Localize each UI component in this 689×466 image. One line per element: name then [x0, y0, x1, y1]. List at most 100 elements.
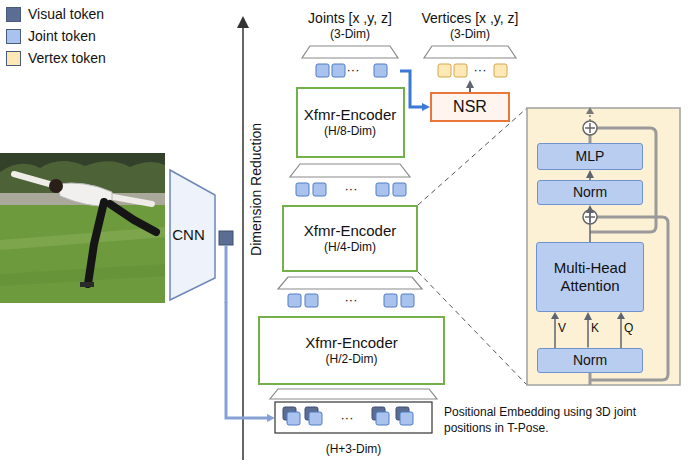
node-title: Multi-Head Attention	[542, 259, 638, 295]
flow-arrow	[469, 85, 471, 92]
node-title: (H+3-Dim)	[326, 442, 382, 456]
dimension-arrow	[237, 16, 249, 28]
photo	[0, 270, 165, 280]
node-subtitle: (H/4-Dim)	[324, 240, 376, 254]
joint-token	[332, 64, 345, 77]
ellipsis: ···	[336, 292, 366, 308]
legend-entry: Visual token	[6, 5, 104, 23]
projection-layer	[302, 46, 398, 58]
output-arrow	[586, 107, 594, 121]
norm-box: Norm	[537, 180, 643, 205]
node-subtitle: (H/8-Dim)	[324, 124, 376, 138]
attention-box: Multi-Head Attention	[536, 242, 644, 312]
add-symbol	[589, 123, 591, 133]
photo	[80, 282, 94, 287]
projection-layer	[424, 46, 516, 58]
node-subtitle: (3-Dim)	[330, 27, 370, 41]
embedded-token	[400, 412, 413, 425]
legend-text: Visual token	[28, 6, 104, 22]
embedded-token	[376, 412, 389, 425]
node-title: NSR	[453, 97, 487, 116]
attention-input-arrow	[551, 312, 625, 348]
input-letter: Q	[624, 321, 638, 335]
flow-arrow	[587, 317, 589, 348]
vertex-token	[438, 64, 507, 77]
node-subtitle: (3-Dim)	[450, 27, 490, 41]
photo	[88, 202, 104, 284]
output-arrow	[586, 107, 594, 114]
joint-token	[305, 294, 318, 307]
ellipsis: ···	[336, 181, 366, 197]
projection-layer	[290, 164, 410, 177]
joint-token	[401, 294, 414, 307]
dimension-arrow	[237, 16, 249, 460]
visual-token	[219, 231, 233, 245]
dimension-arrow	[242, 26, 244, 460]
token-output: Vertices [x ,y, z](3-Dim)	[416, 8, 525, 80]
residual-path	[589, 135, 592, 143]
legend-swatch	[6, 51, 21, 66]
vertex-token	[454, 64, 467, 77]
encoder-box: Xfmr-Encoder(H/8-Dim)	[296, 87, 405, 158]
projection-layer	[278, 277, 422, 289]
input-letter: K	[591, 321, 605, 335]
legend-text: Vertex token	[28, 50, 106, 66]
embedded-token	[309, 412, 322, 425]
encoder-box: Xfmr-Encoder(H/4-Dim)	[282, 205, 418, 272]
legend-swatch	[6, 7, 21, 22]
joint-token	[376, 183, 389, 196]
axis-label: Dimension Reduction	[248, 109, 265, 269]
ellipsis: ···	[465, 62, 495, 78]
residual-path	[589, 373, 592, 385]
add-symbol	[583, 121, 597, 135]
photo	[110, 204, 156, 232]
node-title: Norm	[573, 184, 607, 201]
attention-input-arrow	[551, 312, 559, 319]
joint-token	[316, 64, 329, 77]
token-box	[275, 402, 432, 433]
photo	[49, 179, 63, 193]
node-title: Vertices [x ,y, z]	[422, 10, 519, 27]
embedded-token	[283, 407, 413, 425]
zoom-leader	[418, 108, 527, 205]
norm-box: Norm	[537, 348, 643, 373]
legend-entry: Vertex token	[6, 49, 106, 67]
cnn-block: CNN	[166, 168, 236, 302]
output-arrow	[589, 113, 591, 121]
encoder-box: Xfmr-Encoder(H/2-Dim)	[258, 316, 445, 385]
ellipsis: ···	[338, 62, 368, 78]
node-title: Joints [x ,y, z]	[308, 10, 392, 27]
attention-input-arrow	[617, 312, 625, 319]
mlp-box: MLP	[537, 143, 643, 170]
ellipsis: ···	[332, 410, 362, 426]
attention-input-arrow	[554, 318, 556, 348]
add-symbol	[583, 121, 597, 224]
node-title: Norm	[573, 352, 607, 369]
joint-token	[313, 183, 326, 196]
projection-layer	[270, 389, 437, 399]
zoom-panel	[527, 108, 680, 385]
note-text: Positional Embedding using 3D joint posi…	[444, 404, 680, 436]
legend-swatch	[6, 29, 21, 44]
embedded-token	[287, 412, 300, 425]
photo	[0, 153, 165, 303]
node-subtitle: (H/2-Dim)	[326, 352, 378, 366]
vertex-token	[438, 64, 451, 77]
attention-input-arrow	[620, 318, 622, 348]
photo	[0, 232, 165, 245]
feature-wire	[225, 245, 228, 303]
nsr-box: NSR	[430, 92, 510, 122]
joint-token	[296, 183, 309, 196]
cnn-trapezoid	[170, 170, 215, 300]
node-title: MLP	[576, 148, 605, 165]
node-title: Xfmr-Encoder	[304, 106, 397, 124]
flow-arrow	[589, 210, 591, 242]
joint-token	[374, 64, 387, 77]
joint-token	[384, 294, 397, 307]
node-title: Xfmr-Encoder	[305, 334, 398, 352]
node-title: CNN	[172, 226, 205, 244]
input-letter: V	[558, 321, 572, 335]
projection-layer	[270, 46, 516, 399]
legend-text: Joint token	[28, 28, 96, 44]
joint-token	[288, 294, 301, 307]
